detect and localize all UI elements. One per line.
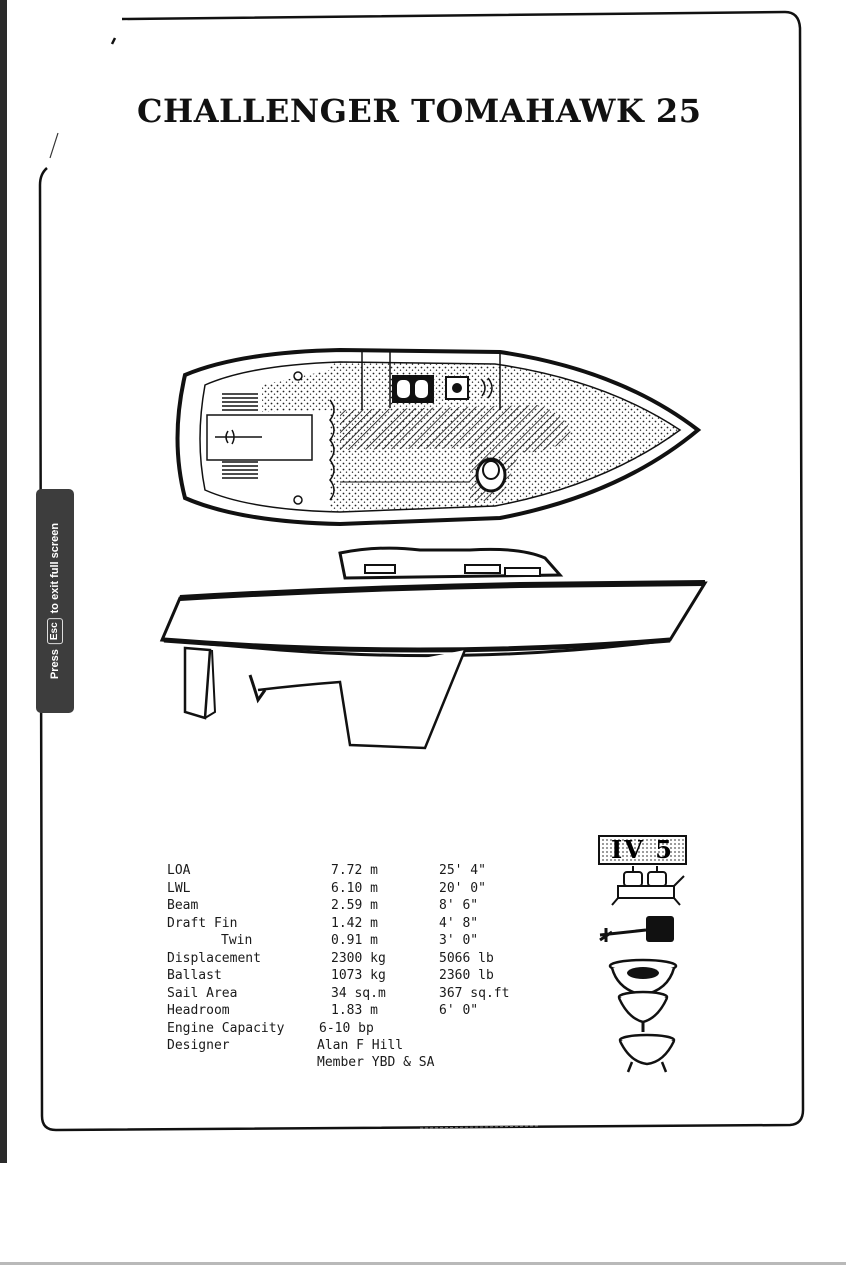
spec-label: LOA <box>167 863 191 878</box>
toilet-bowl-icon <box>617 990 669 1032</box>
spec-metric: 0.91 m <box>331 933 378 948</box>
fullscreen-exit-hint: Press Esc to exit full screen <box>36 489 74 713</box>
spec-metric: 6.10 m <box>331 880 378 896</box>
stove-icon <box>611 866 685 906</box>
spec-label: Sail Area <box>167 985 238 1001</box>
spec-label: Ballast <box>167 968 222 983</box>
spec-label: Draft Fin <box>167 915 238 931</box>
left-edge-bar <box>0 0 7 1163</box>
spec-label: Displacement <box>167 950 261 966</box>
deck-plan-drawing <box>175 347 702 527</box>
spec-imperial: 2360 lb <box>439 968 494 983</box>
fullscreen-hint-text: Press Esc to exit full screen <box>47 523 63 679</box>
spec-imperial: 20' 0" <box>439 880 486 896</box>
spec-metric: 1073 kg <box>331 968 386 983</box>
spec-label: Engine Capacity <box>167 1020 285 1036</box>
page-title: CHALLENGER TOMAHAWK 25 <box>137 92 702 130</box>
hint-exit-text: to exit full screen <box>49 522 61 614</box>
spec-metric: 2300 kg <box>331 950 386 966</box>
spec-imperial: 3' 0" <box>439 933 479 948</box>
spec-imperial: 367 sq.ft <box>439 985 510 1001</box>
badge-background <box>598 835 687 865</box>
designer-name: Alan F Hill <box>317 1038 404 1053</box>
designer-membership: Member YBD & SA <box>317 1055 435 1070</box>
spec-label: Headroom <box>167 1003 230 1018</box>
designer-label: Designer <box>167 1038 230 1053</box>
spec-metric: 34 sq.m <box>331 985 386 1001</box>
esc-key: Esc <box>47 618 63 645</box>
spec-label: Beam <box>167 898 199 913</box>
spec-metric: 7.72 m <box>331 863 378 878</box>
spec-metric: 1.83 m <box>331 1003 378 1018</box>
spec-imperial: 8' 6" <box>439 898 479 913</box>
spec-label: LWL <box>167 880 191 896</box>
spec-metric: 2.59 m <box>331 898 378 913</box>
outboard-motor-icon <box>599 916 674 942</box>
spec-metric: 6-10 bp <box>319 1020 374 1036</box>
badge-label: IV 5 <box>611 835 674 864</box>
category-badge: IV 5 <box>598 835 687 865</box>
spec-imperial: 4' 8" <box>439 915 479 931</box>
bottom-divider <box>0 1262 846 1265</box>
spec-imperial: 6' 0" <box>439 1003 479 1018</box>
spec-label: Twin <box>221 933 253 948</box>
spec-imperial: 5066 lb <box>439 950 494 966</box>
sink-basin-icon <box>608 958 678 997</box>
page-outline <box>38 10 805 1132</box>
hint-press-text: Press <box>49 649 61 680</box>
amenities-icons <box>599 866 685 1073</box>
spec-imperial: 25' 4" <box>439 863 486 878</box>
spec-metric: 1.42 m <box>331 915 378 931</box>
bucket-icon <box>618 1033 676 1073</box>
brochure-page: CHALLENGER TOMAHAWK 25 <box>38 10 805 1132</box>
hull-profile-drawing <box>159 546 708 750</box>
